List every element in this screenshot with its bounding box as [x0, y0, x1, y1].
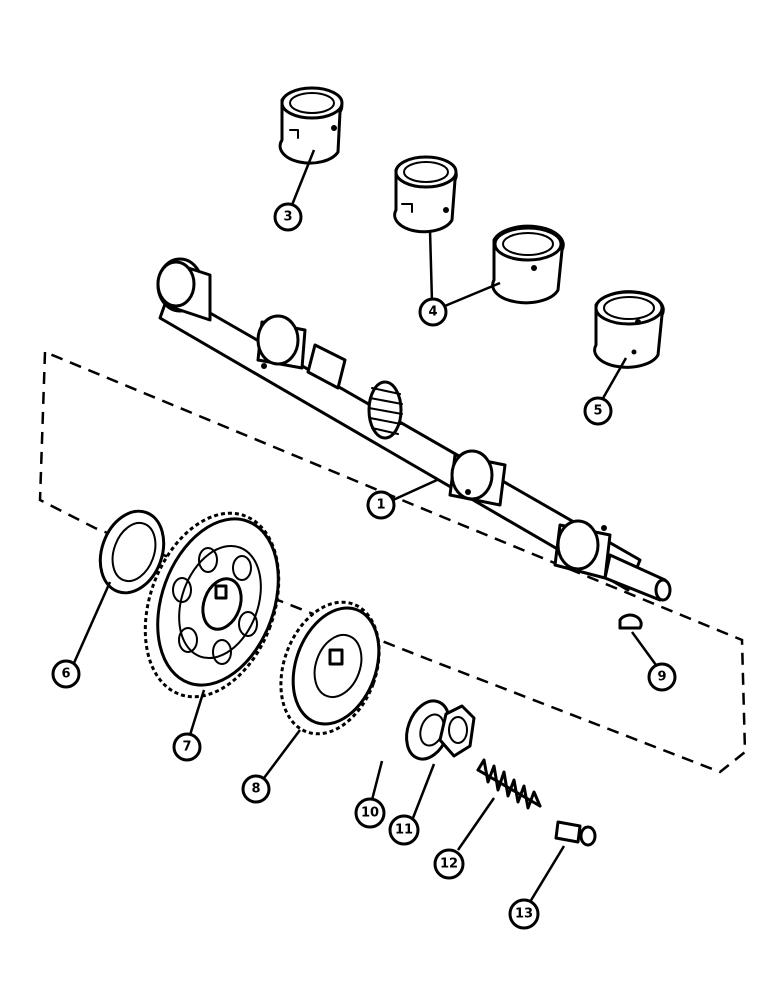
leader-5 [600, 357, 628, 401]
leader-3 [290, 149, 316, 206]
leader-10 [370, 760, 384, 801]
svg-text:7: 7 [182, 740, 191, 755]
svg-text:10: 10 [361, 806, 379, 821]
woodruff-key [618, 613, 643, 630]
leader-1 [392, 478, 438, 502]
leader-9 [630, 631, 658, 666]
svg-text:9: 9 [657, 670, 666, 685]
cam-bushing-3 [278, 86, 344, 165]
svg-text:11: 11 [395, 823, 413, 838]
leader-12 [456, 797, 496, 851]
callout-13: 13 [508, 898, 540, 930]
leader-11 [411, 763, 436, 819]
camshaft-drive-gear [367, 380, 403, 440]
plunger [554, 820, 597, 847]
callout-3: 3 [273, 202, 303, 232]
callout-12: 12 [433, 848, 465, 880]
spring [476, 758, 542, 810]
svg-text:3: 3 [283, 210, 292, 225]
svg-text:5: 5 [593, 404, 602, 419]
camshaft [156, 257, 672, 602]
svg-text:4: 4 [428, 305, 437, 320]
leader-4a [428, 229, 434, 303]
callout-5: 5 [583, 396, 613, 426]
svg-text:13: 13 [515, 907, 533, 922]
leader-8 [263, 729, 301, 779]
idler-gear [279, 600, 381, 736]
leader-6 [72, 581, 112, 664]
thrust-washer [98, 509, 166, 595]
cam-bushing-5 [593, 290, 665, 369]
svg-text:8: 8 [251, 782, 260, 797]
callout-8: 8 [241, 774, 271, 804]
cam-bushing-4b [491, 224, 565, 305]
leader-7 [188, 689, 206, 736]
svg-text:12: 12 [440, 857, 458, 872]
callout-9: 9 [647, 662, 677, 692]
svg-text:1: 1 [376, 498, 385, 513]
assembly-boundary [38, 350, 747, 774]
callout-10: 10 [354, 797, 386, 829]
gear-nut [438, 704, 476, 758]
svg-text:6: 6 [61, 667, 70, 682]
callout-7: 7 [172, 732, 202, 762]
camshaft-gear [143, 511, 281, 699]
leader-13 [528, 845, 566, 903]
leader-4b [439, 281, 501, 310]
callout-11: 11 [388, 814, 420, 846]
callout-6: 6 [51, 659, 81, 689]
cam-bushing-4a [393, 155, 458, 234]
callout-1: 1 [366, 490, 396, 520]
callout-4: 4 [418, 297, 448, 327]
